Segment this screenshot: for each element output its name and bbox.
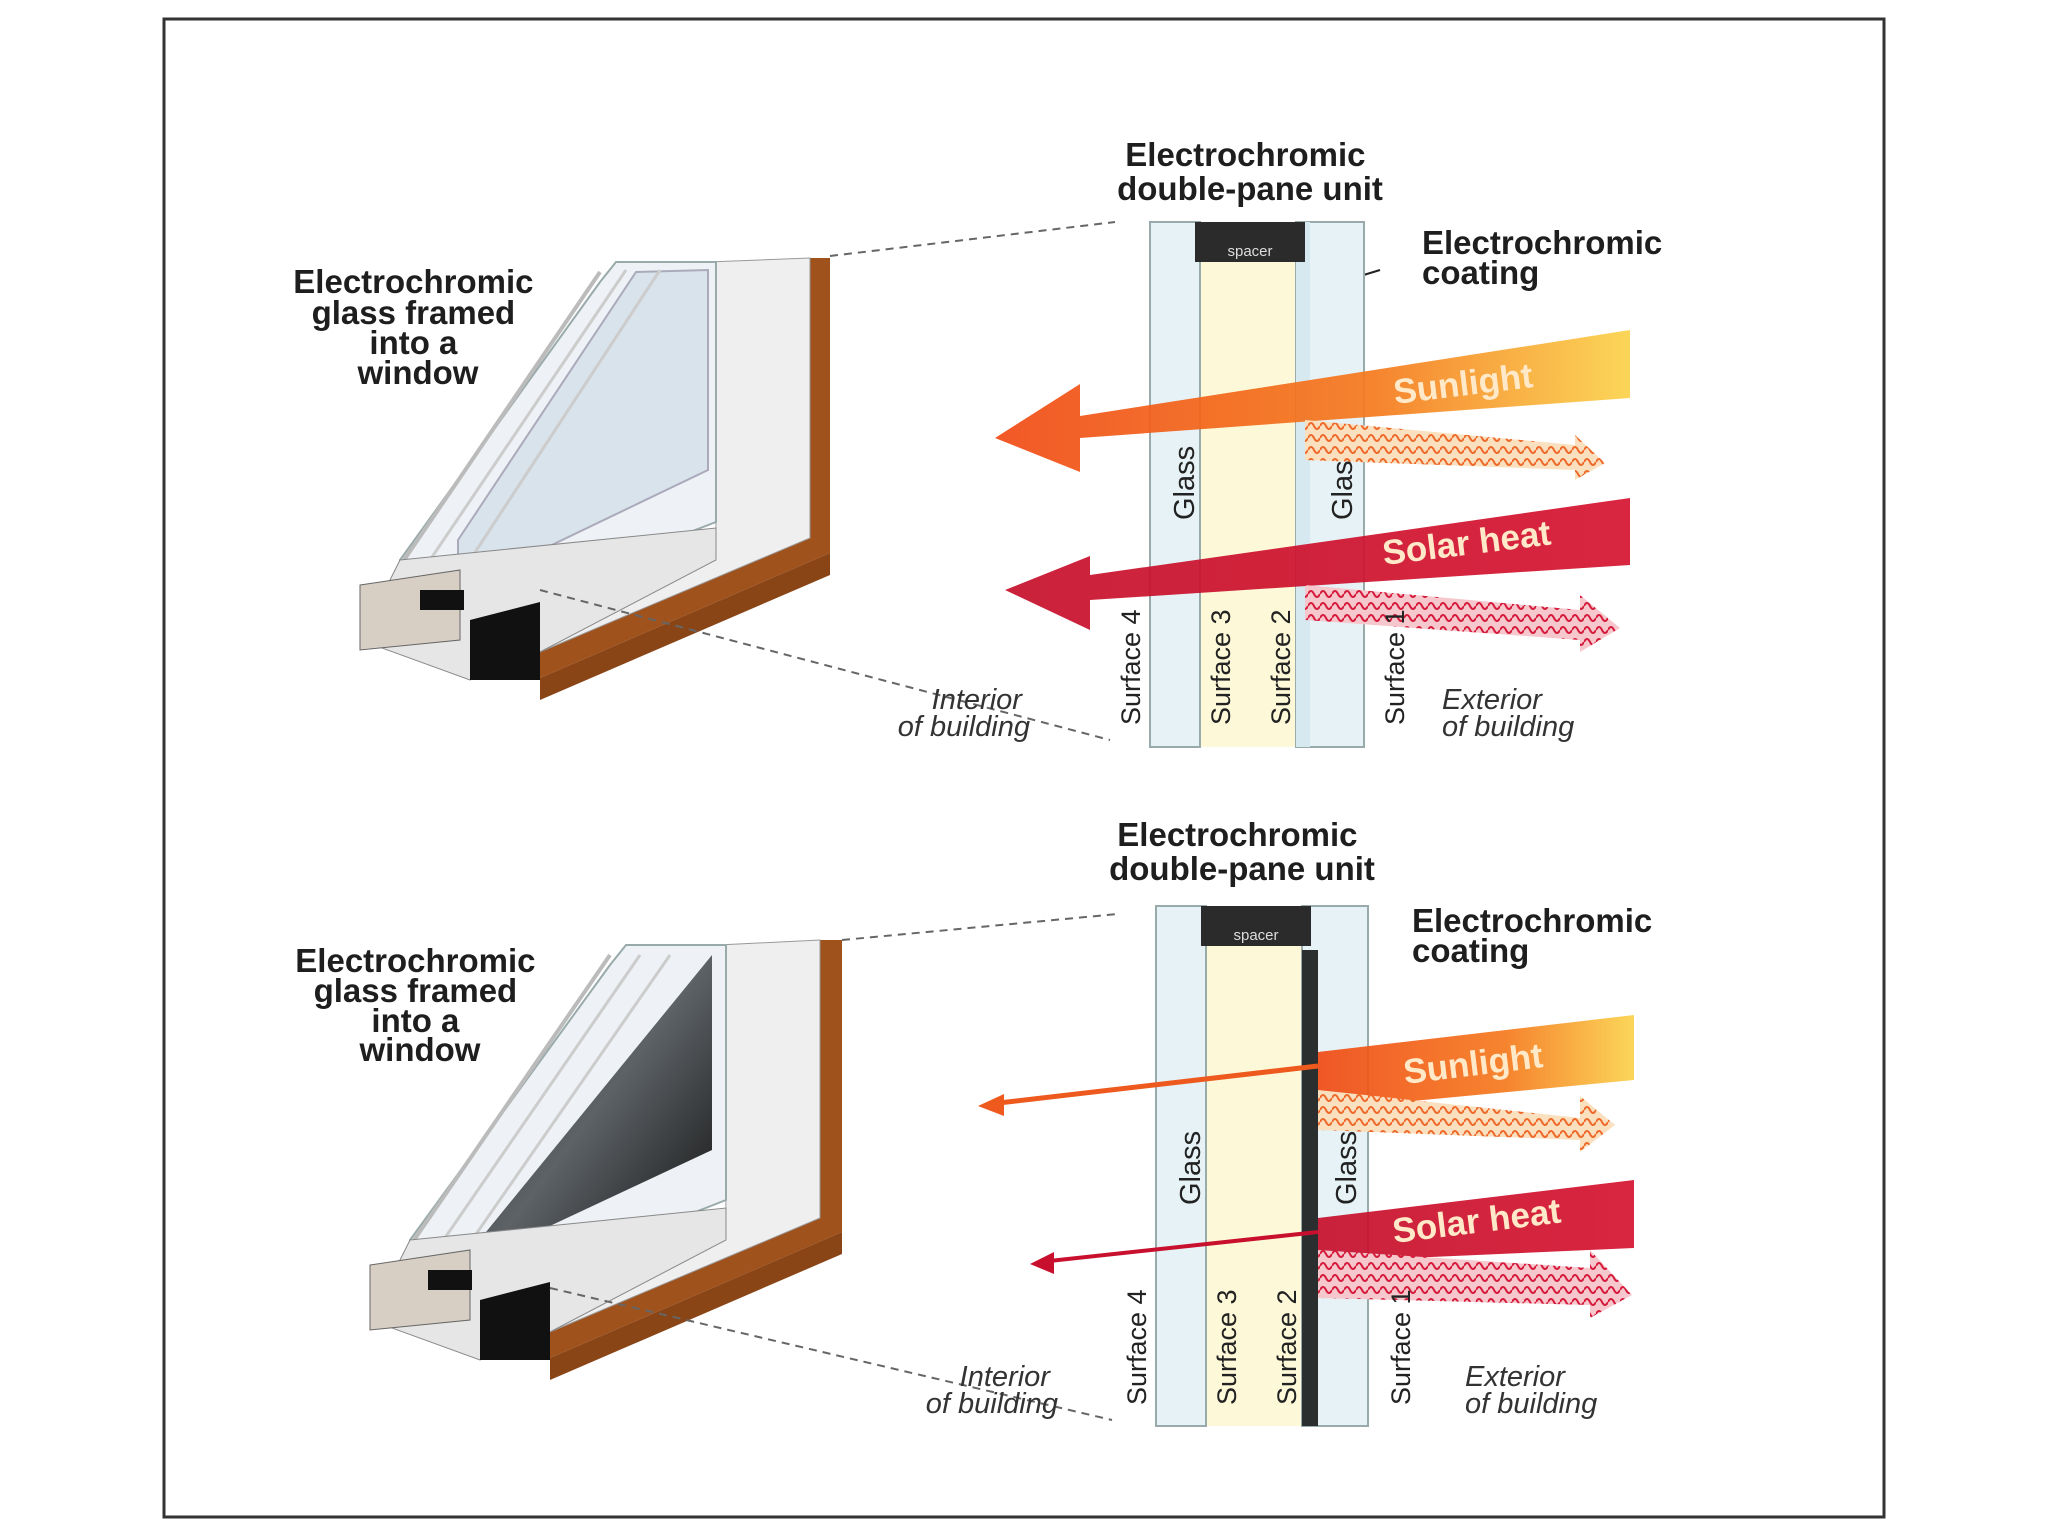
glass-pane-interior: [1155, 905, 1207, 1427]
unit-title: Electrochromic double-pane unit: [1117, 136, 1383, 207]
panel-clear: Electrochromic glass framed into a windo…: [293, 136, 1671, 748]
glass-pane-inner: [457, 268, 709, 592]
window-cutaway-clear: [359, 257, 830, 700]
coating-label: Electrochromic coating: [1422, 224, 1671, 291]
air-gap: [1206, 906, 1302, 1426]
sunlight-arrow-tinted: [978, 1015, 1634, 1152]
interior-label: Interior of building: [898, 684, 1030, 743]
glass-label-exterior: Glass: [1331, 1131, 1363, 1205]
frame-wood: [540, 258, 830, 678]
glass-pane-tinted: [486, 955, 712, 1256]
frame-wood: [550, 940, 842, 1358]
window-cutaway-tinted: [369, 939, 842, 1380]
surface-3: Surface 3: [1206, 609, 1236, 725]
glass-label-interior: Glass: [1175, 1131, 1207, 1205]
surface-4: Surface 4: [1116, 609, 1146, 725]
surface-2: Surface 2: [1266, 609, 1296, 725]
exterior-label: Exterior of building: [1465, 1361, 1597, 1420]
spacer-label: spacer: [1233, 927, 1278, 944]
spacer-block: [1195, 222, 1305, 262]
solar-heat-arrow-tinted: [1030, 1180, 1634, 1318]
surface-3: Surface 3: [1212, 1289, 1242, 1405]
spacer-label: spacer: [1227, 243, 1272, 260]
window-label: Electrochromic glass framed into a windo…: [295, 942, 544, 1068]
interior-label: Interior of building: [926, 1361, 1058, 1420]
surface-1: Surface 1: [1386, 1289, 1416, 1405]
solar-heat-arrow-clear: [1005, 498, 1630, 652]
coating-label: Electrochromic coating: [1412, 902, 1661, 969]
air-gap: [1200, 222, 1296, 747]
panel-tinted: Electrochromic glass framed into a windo…: [295, 816, 1661, 1427]
sunlight-arrow-clear: [995, 330, 1630, 480]
coating-clear: [1296, 222, 1310, 747]
unit-title: Electrochromic double-pane unit: [1109, 816, 1375, 887]
surface-2: Surface 2: [1272, 1289, 1302, 1405]
spacer-block: [1201, 906, 1311, 946]
glass-pane-interior: [1149, 221, 1201, 748]
window-label: Electrochromic glass framed into a windo…: [293, 263, 542, 391]
exterior-label: Exterior of building: [1442, 684, 1574, 743]
surface-1: Surface 1: [1380, 609, 1410, 725]
glass-label-interior: Glass: [1169, 446, 1201, 520]
coating-tinted: [1302, 950, 1318, 1426]
surface-4: Surface 4: [1122, 1289, 1152, 1405]
